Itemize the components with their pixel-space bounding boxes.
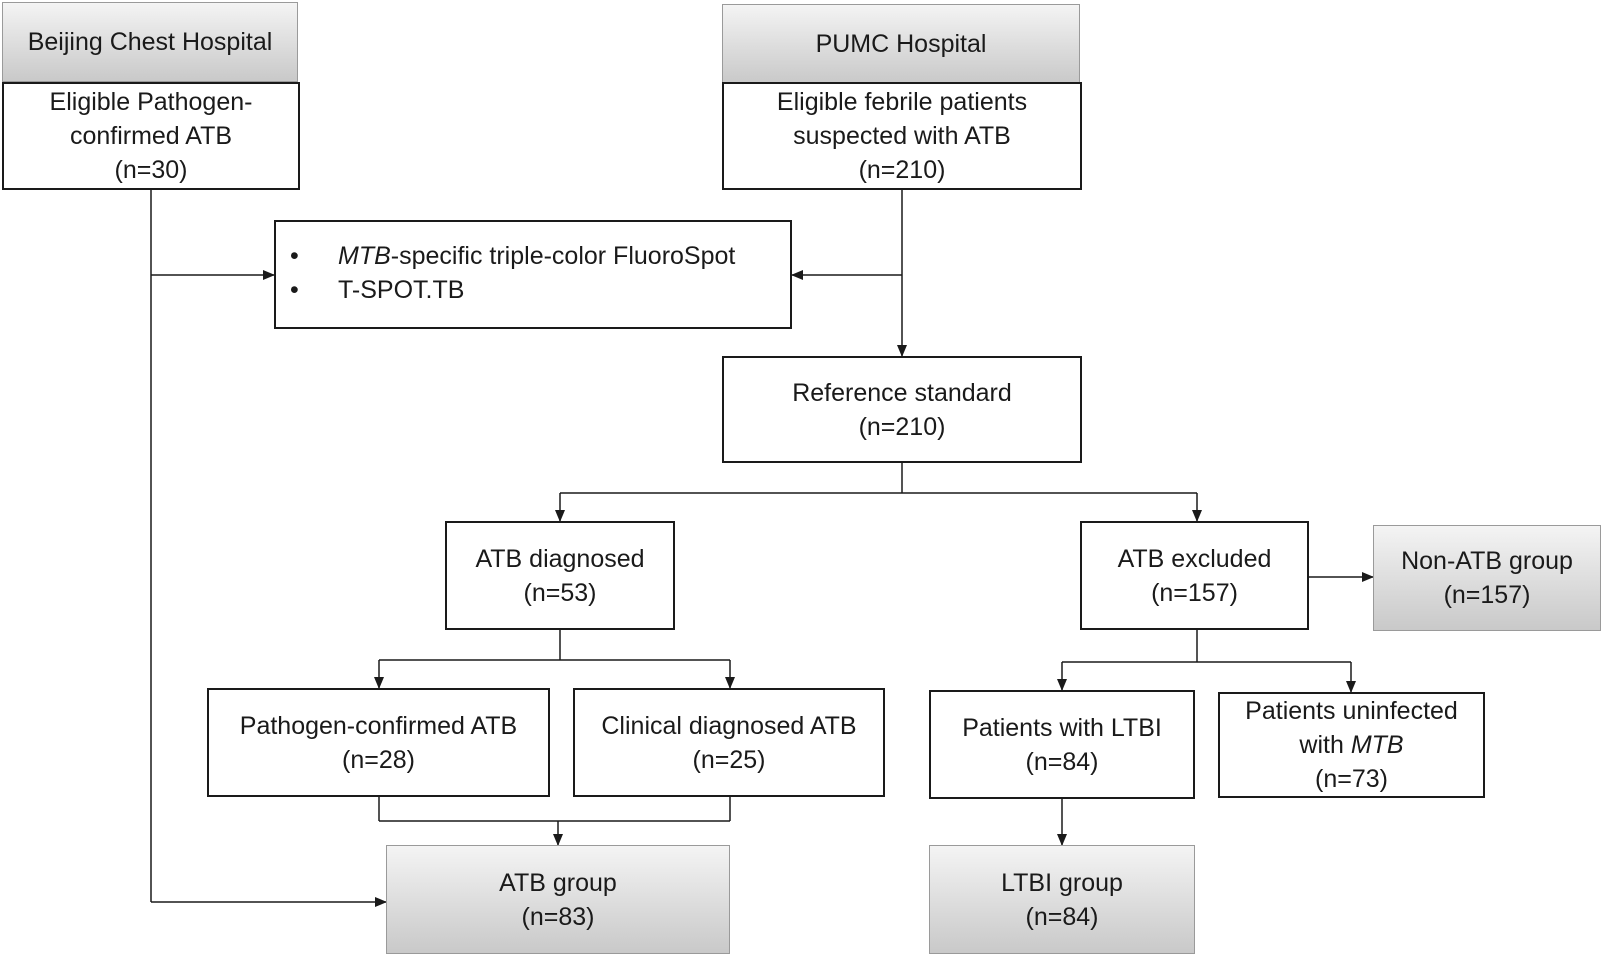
pathogen-confirmed-box: Pathogen-confirmed ATB (n=28) <box>207 688 550 797</box>
beijing-eligible-count: (n=30) <box>114 156 188 184</box>
reference-standard-label: Reference standard <box>792 378 1012 407</box>
pumc-eligible-count: (n=210) <box>858 156 946 184</box>
bullet-icon: • <box>290 242 299 270</box>
ltbi-group-count: (n=84) <box>1025 902 1099 931</box>
clinical-diagnosed-label: Clinical diagnosed ATB <box>601 711 857 740</box>
test-item-fluorospot-label: MTB-specific triple-color FluoroSpot <box>338 242 736 270</box>
pumc-eligible-box: Eligible febrile patients suspected with… <box>722 82 1082 190</box>
uninfected-count: (n=73) <box>1315 765 1388 793</box>
clinical-diagnosed-count: (n=25) <box>692 745 766 774</box>
beijing-eligible-line-2: confirmed ATB <box>69 122 233 150</box>
clinical-diagnosed-box: Clinical diagnosed ATB (n=25) <box>573 688 885 797</box>
tests-box: • MTB-specific triple-color FluoroSpot •… <box>274 220 792 329</box>
ltbi-group-label: LTBI group <box>1001 868 1123 897</box>
pathogen-confirmed-label: Pathogen-confirmed ATB <box>239 711 518 740</box>
beijing-eligible-box: Eligible Pathogen- confirmed ATB (n=30) <box>2 82 300 190</box>
test-item-tspot: • T-SPOT.TB <box>290 273 790 307</box>
test-item-tspot-label: T-SPOT.TB <box>338 276 465 304</box>
ltbi-patients-count: (n=84) <box>1025 747 1099 776</box>
uninfected-line-1: Patients uninfected <box>1245 697 1458 725</box>
pumc-eligible-line-1: Eligible febrile patients <box>776 88 1028 116</box>
atb-diagnosed-label: ATB diagnosed <box>475 544 645 573</box>
beijing-eligible-line-1: Eligible Pathogen- <box>49 88 253 116</box>
beijing-chest-hospital-header: Beijing Chest Hospital <box>2 2 298 82</box>
non-atb-group-label: Non-ATB group <box>1401 547 1573 575</box>
atb-excluded-count: (n=157) <box>1151 578 1238 607</box>
ltbi-patients-box: Patients with LTBI (n=84) <box>929 690 1195 799</box>
non-atb-group-count: (n=157) <box>1443 581 1531 609</box>
bullet-icon: • <box>290 276 299 304</box>
atb-diagnosed-box: ATB diagnosed (n=53) <box>445 521 675 630</box>
atb-excluded-box: ATB excluded (n=157) <box>1080 521 1309 630</box>
atb-group-box: ATB group (n=83) <box>386 845 730 954</box>
pathogen-confirmed-count: (n=28) <box>342 745 415 774</box>
atb-excluded-label: ATB excluded <box>1117 544 1272 573</box>
pumc-header-label: PUMC Hospital <box>815 30 987 58</box>
uninfected-line-2: with MTB <box>1299 731 1404 759</box>
non-atb-group-box: Non-ATB group (n=157) <box>1373 525 1601 631</box>
test-item-fluorospot: • MTB-specific triple-color FluoroSpot <box>290 239 790 273</box>
ltbi-patients-label: Patients with LTBI <box>962 713 1162 742</box>
pumc-eligible-line-2: suspected with ATB <box>793 122 1011 150</box>
atb-diagnosed-count: (n=53) <box>523 578 597 607</box>
atb-group-label: ATB group <box>499 868 617 897</box>
uninfected-box: Patients uninfected with MTB (n=73) <box>1218 692 1485 798</box>
ltbi-group-box: LTBI group (n=84) <box>929 845 1195 954</box>
pumc-hospital-header: PUMC Hospital <box>722 4 1080 84</box>
reference-standard-box: Reference standard (n=210) <box>722 356 1082 463</box>
beijing-header-label: Beijing Chest Hospital <box>27 28 273 56</box>
reference-standard-count: (n=210) <box>858 412 946 441</box>
atb-group-count: (n=83) <box>521 902 595 931</box>
